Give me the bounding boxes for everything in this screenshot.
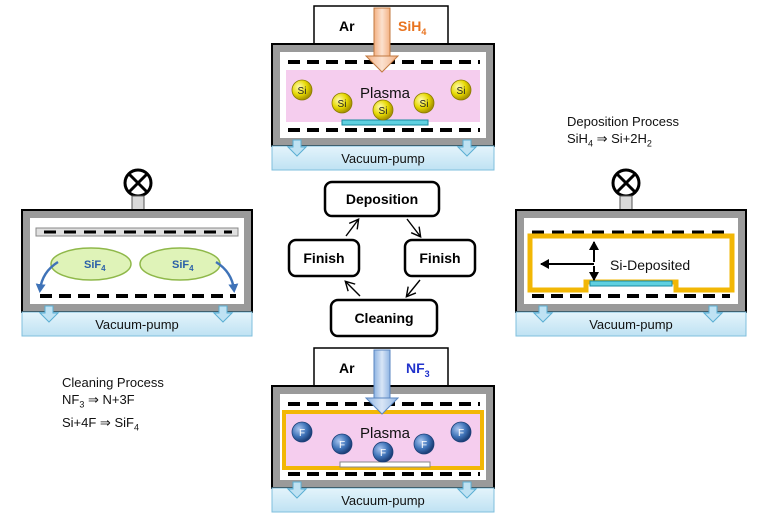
pump-arrow-icon <box>532 305 554 323</box>
pump-arrow-icon <box>456 139 478 157</box>
svg-text:F: F <box>339 440 345 451</box>
top-gas-ar: Ar <box>339 18 355 34</box>
bottom-chamber: Ar NF3 Plasma F F F F F Vacuum-pump <box>271 347 495 513</box>
si-particle: Si <box>372 99 394 121</box>
svg-text:Si: Si <box>420 99 429 110</box>
deposition-process-note: Deposition Process SiH4 ⇒ Si+2H2 <box>567 113 679 153</box>
f-particle: F <box>413 433 435 455</box>
sif4-label: SiF4 <box>172 259 194 273</box>
cleaning-process-equation-2: Si+4F ⇒ SiF4 <box>62 414 139 433</box>
cycle-arrow <box>345 218 360 237</box>
bottom-inlet-arrow <box>373 349 391 399</box>
pump-arrow-icon <box>212 305 234 323</box>
si-deposited-label: Si-Deposited <box>610 257 690 273</box>
f-particle: F <box>450 421 472 443</box>
exhaust-flow-arrow <box>35 260 59 293</box>
top-chamber: Ar SiH4 Plasma Si Si Si Si Si Vacuum-pum… <box>271 5 495 171</box>
pump-arrow-icon <box>286 139 308 157</box>
svg-text:Si: Si <box>338 99 347 110</box>
si-particle: Si <box>331 92 353 114</box>
top-plasma-label: Plasma <box>360 85 411 102</box>
cycle-arrow <box>344 280 361 297</box>
cleaning-process-equation-1: NF3 ⇒ N+3F <box>62 392 135 410</box>
si-deposit-layer <box>527 233 735 293</box>
top-inlet-arrow-head <box>364 55 400 73</box>
svg-text:F: F <box>421 440 427 451</box>
left-vacuum-pump <box>21 311 253 337</box>
si-particle: Si <box>291 79 313 101</box>
left-chamber: SiF4 SiF4 Vacuum-pump <box>21 168 253 337</box>
bottom-gas-nf3: NF3 <box>406 360 430 379</box>
svg-text:F: F <box>299 428 305 439</box>
pump-arrow-icon <box>456 481 478 499</box>
svg-text:Si: Si <box>298 86 307 97</box>
cycle-finish-right-label: Finish <box>419 250 460 266</box>
svg-text:Si: Si <box>457 86 466 97</box>
cycle-cleaning-node <box>329 298 439 338</box>
top-vacuum-pump <box>271 145 495 171</box>
cycle-deposition-label: Deposition <box>346 191 418 207</box>
pump-arrow-icon <box>38 305 60 323</box>
cycle-deposition-node <box>323 180 441 218</box>
cleaning-process-title: Cleaning Process <box>62 375 164 390</box>
process-cycle: Deposition Finish Finish Cleaning <box>287 180 477 338</box>
deposition-process-title: Deposition Process <box>567 114 679 129</box>
deposition-process-equation: SiH4 ⇒ Si+2H2 <box>567 131 652 149</box>
top-gas-sih4: SiH4 <box>398 18 426 37</box>
cycle-cleaning-label: Cleaning <box>354 310 413 326</box>
si-particle: Si <box>450 79 472 101</box>
right-chamber: Si-Deposited Vacuum-pump <box>515 168 747 337</box>
f-particle: F <box>331 433 353 455</box>
cycle-finish-left-node <box>287 238 361 278</box>
bottom-vacuum-pump-label: Vacuum-pump <box>341 493 425 508</box>
cycle-arrow <box>406 218 422 238</box>
bottom-plasma-label: Plasma <box>360 425 411 442</box>
svg-text:F: F <box>380 448 386 459</box>
cycle-finish-right-node <box>403 238 477 278</box>
sif4-cloud <box>50 247 132 281</box>
pump-arrow-icon <box>702 305 724 323</box>
f-particle: F <box>372 441 394 463</box>
cleaning-process-note: Cleaning Process NF3 ⇒ N+3F Si+4F ⇒ SiF4 <box>62 374 164 436</box>
right-substrate <box>589 280 673 287</box>
pump-arrow-icon <box>286 481 308 499</box>
cycle-finish-left-label: Finish <box>303 250 344 266</box>
exhaust-flow-arrow <box>215 260 239 293</box>
bottom-gas-ar: Ar <box>339 360 355 376</box>
cycle-arrow <box>405 279 421 298</box>
left-vacuum-pump-label: Vacuum-pump <box>95 317 179 332</box>
top-vacuum-pump-label: Vacuum-pump <box>341 151 425 166</box>
bottom-vacuum-pump <box>271 487 495 513</box>
f-particle: F <box>291 421 313 443</box>
bottom-plasma <box>282 410 484 470</box>
top-substrate <box>341 119 429 126</box>
sif4-label: SiF4 <box>84 259 106 273</box>
svg-text:F: F <box>458 428 464 439</box>
right-vacuum-pump-label: Vacuum-pump <box>589 317 673 332</box>
bottom-inlet-arrow-head <box>364 397 400 415</box>
svg-text:Si: Si <box>379 106 388 117</box>
left-electrode-top <box>35 227 239 237</box>
bottom-substrate <box>339 461 431 468</box>
si-particle: Si <box>413 92 435 114</box>
top-inlet-arrow <box>373 7 391 57</box>
